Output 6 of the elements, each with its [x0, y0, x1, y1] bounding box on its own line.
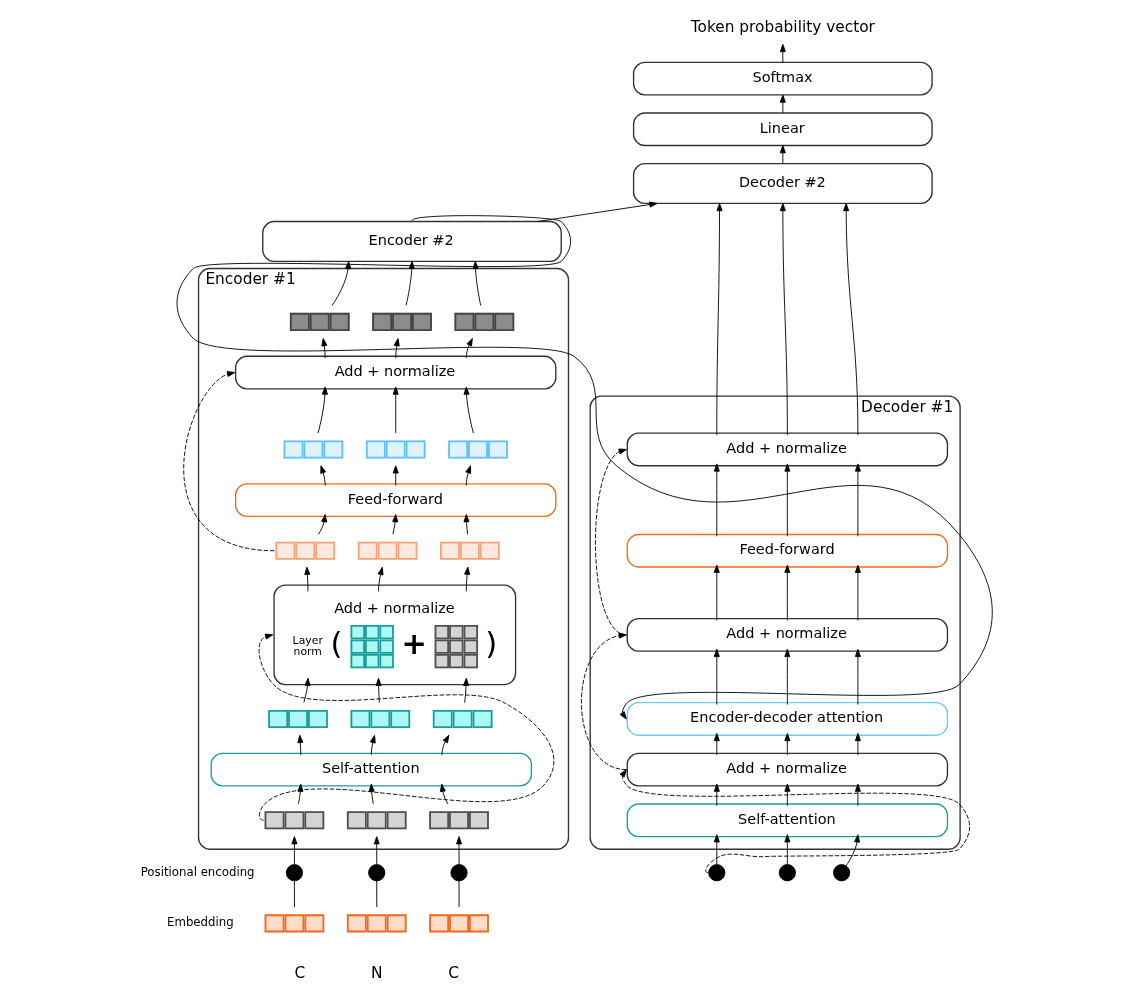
node-label: C — [294, 963, 306, 982]
node-label: N — [370, 963, 383, 982]
node-text: Token probability vector — [690, 17, 875, 36]
label: Positional encoding — [140, 864, 255, 879]
label: Embedding — [167, 915, 234, 930]
node-label: C — [448, 963, 459, 982]
